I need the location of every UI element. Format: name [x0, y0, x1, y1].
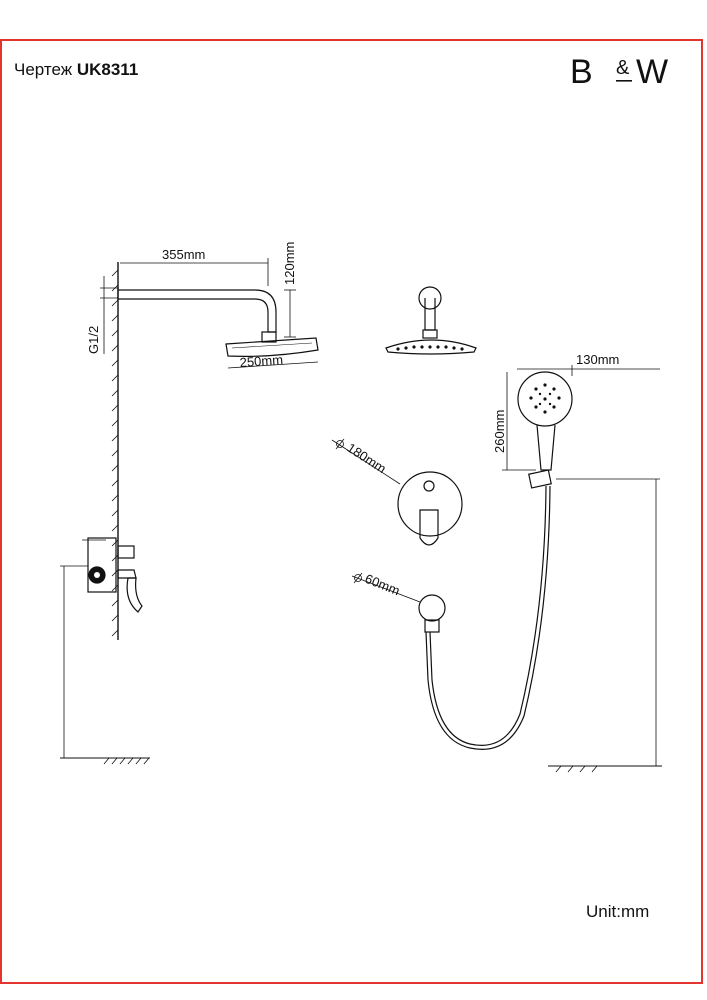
shower-hose-outer: [425, 485, 551, 750]
diameter-symbol-mixer: [336, 440, 344, 448]
brand-letter-b: B: [570, 53, 593, 91]
dim-outlet-plate: 60mm: [363, 571, 402, 598]
shower-hose: [429, 485, 547, 746]
hand-shower-holder: [528, 469, 552, 489]
drawing-title: Чертеж UK8311: [14, 60, 138, 80]
brand-letter-w: W: [636, 53, 668, 91]
arm-front: [424, 298, 436, 331]
mixer-plate: [397, 471, 463, 537]
dim-head-diameter: 250mm: [239, 352, 283, 370]
dim-arm-drop: 120mm: [282, 242, 297, 285]
handle-base: [117, 569, 137, 579]
model-number: UK8311: [76, 60, 139, 79]
shower-head-side: [225, 337, 319, 357]
shower-arm: [117, 287, 277, 333]
dim-line-outlet-plate: [351, 575, 421, 603]
floor-hatching-right: [555, 765, 598, 773]
dim-line-mixer-plate: [331, 439, 401, 485]
brand-logo: B & W: [570, 53, 668, 91]
diverter-body: [117, 545, 135, 559]
dim-handshower-width: 130mm: [576, 352, 619, 367]
dim-mixer-plate: 180mm: [344, 440, 389, 476]
dim-line-head-diameter: [227, 361, 319, 369]
hand-shower-head: [517, 371, 573, 427]
diverter-knob: [423, 480, 435, 492]
wall-outlet-connector: [424, 619, 440, 633]
diameter-slash-outlet: [353, 572, 363, 584]
wall-hatching: [111, 269, 119, 637]
mixer-box: [87, 537, 117, 593]
hand-shower-handle: [536, 424, 556, 471]
hand-shower-nozzles: [529, 383, 561, 414]
dim-handshower-length: 260mm: [492, 410, 507, 453]
arm-wall-flange: [418, 286, 442, 310]
head-nozzles: [396, 345, 464, 351]
diameter-slash-mixer: [335, 438, 345, 450]
diameter-symbol-outlet: [354, 574, 362, 582]
dim-thread: G1/2: [86, 326, 101, 354]
dim-arm-length: 355mm: [162, 247, 205, 262]
drawing-prefix: Чертеж: [14, 60, 73, 79]
shower-head-face: [231, 342, 313, 349]
side-view: 355mm 120mm G1/2 250mm: [60, 242, 319, 765]
drawing-frame: [0, 39, 703, 984]
front-view: 180mm 60mm 130mm 260mm: [331, 286, 662, 773]
arm-front-connector: [422, 329, 438, 339]
mixer-handle: [126, 577, 143, 613]
brand-underline: [616, 80, 632, 82]
mixer-lever-front: [419, 509, 439, 546]
wall-outlet-flange: [418, 594, 446, 622]
mixer-knob-center: [94, 572, 100, 578]
floor-hatching-left: [103, 757, 150, 765]
brand-ampersand: &: [616, 57, 630, 79]
arm-connector: [261, 331, 277, 343]
shower-head-front: [385, 339, 477, 355]
unit-label: Unit:mm: [586, 902, 650, 921]
